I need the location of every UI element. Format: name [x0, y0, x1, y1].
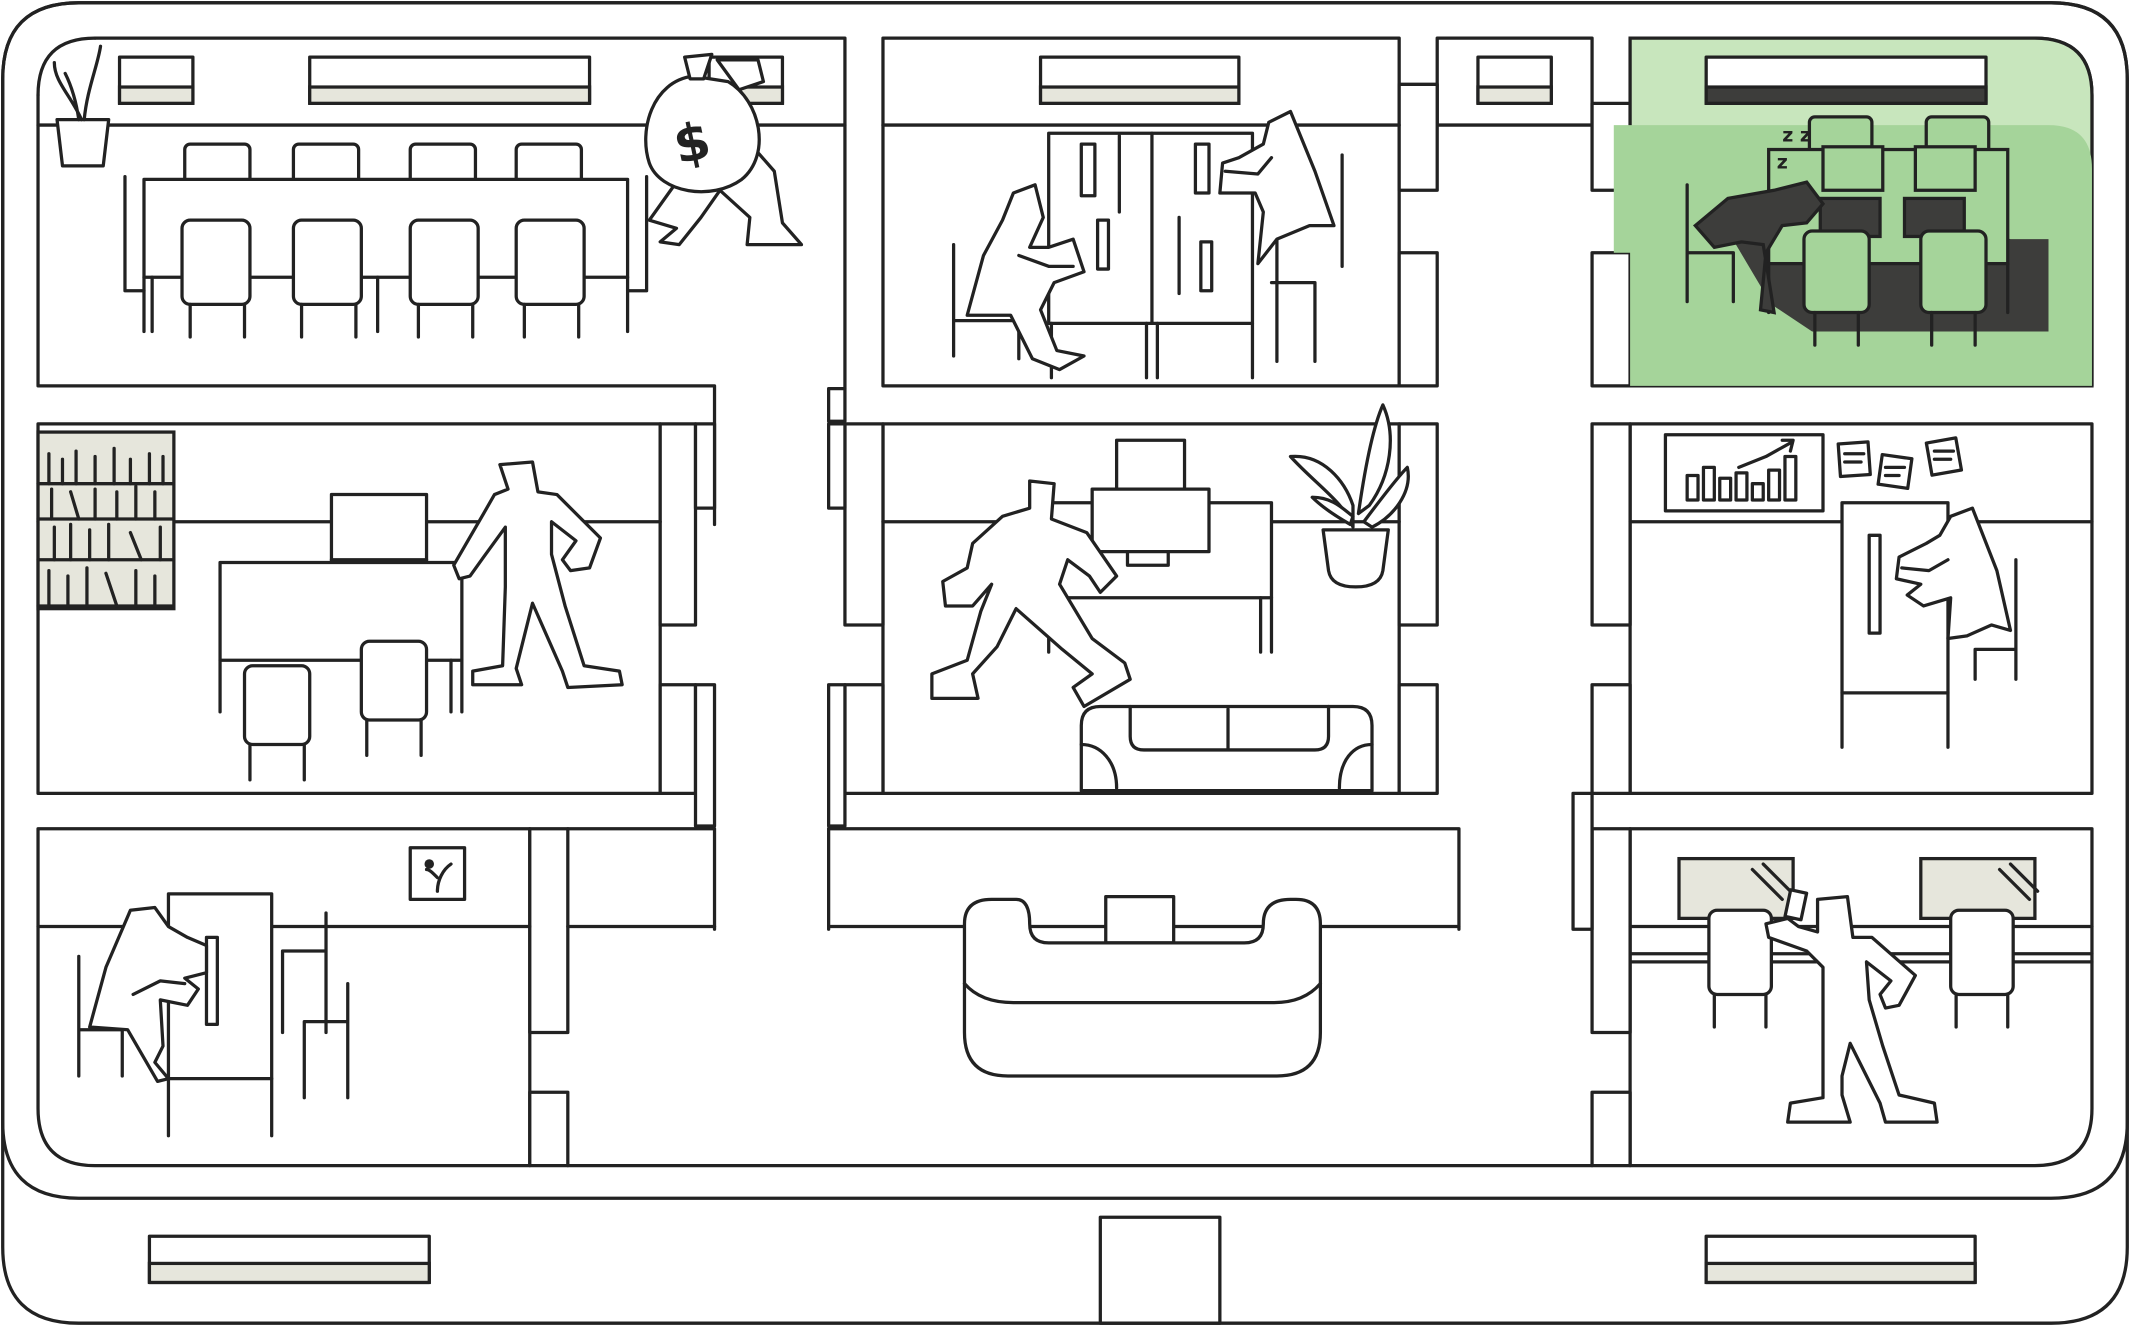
person-standing-icon	[452, 460, 624, 690]
bookshelf-icon	[36, 430, 176, 611]
nap-room: z z z	[1613, 36, 2094, 388]
sofa-icon	[1079, 704, 1374, 793]
central-office	[930, 403, 1410, 793]
sleep-z-icon: z z	[1782, 124, 1811, 146]
sticky-notes-icon	[1836, 436, 1964, 490]
sleeping-person-icon	[1692, 180, 1826, 315]
person-working-icon	[965, 183, 1086, 372]
plant-icon	[52, 44, 111, 168]
person-with-phone-icon	[1764, 888, 1939, 1124]
person-working-icon	[1894, 506, 2013, 641]
svg-text:z: z	[1777, 152, 1788, 174]
person-working-icon	[1218, 109, 1336, 266]
outer-window-left	[147, 1234, 431, 1285]
entrance-door	[1098, 1215, 1222, 1325]
top-windows	[117, 55, 1553, 105]
meeting-booth-room	[951, 109, 1344, 380]
window-office	[1628, 856, 2094, 1124]
corner-office	[77, 846, 467, 1138]
interior-walls	[36, 36, 2094, 1168]
outer-window-right	[1704, 1234, 1977, 1285]
wall-art-icon	[408, 846, 467, 901]
conference-room: $	[52, 44, 804, 339]
plant-icon	[1288, 403, 1410, 589]
lobby	[962, 895, 1323, 1078]
person-working-icon	[88, 905, 209, 1084]
person-walking-icon	[930, 479, 1132, 709]
analytics-office	[1663, 433, 2018, 749]
library-office	[36, 430, 624, 782]
bar-chart-board-icon	[1663, 433, 1825, 513]
person-carrying-money-bag-icon: $	[644, 52, 804, 247]
